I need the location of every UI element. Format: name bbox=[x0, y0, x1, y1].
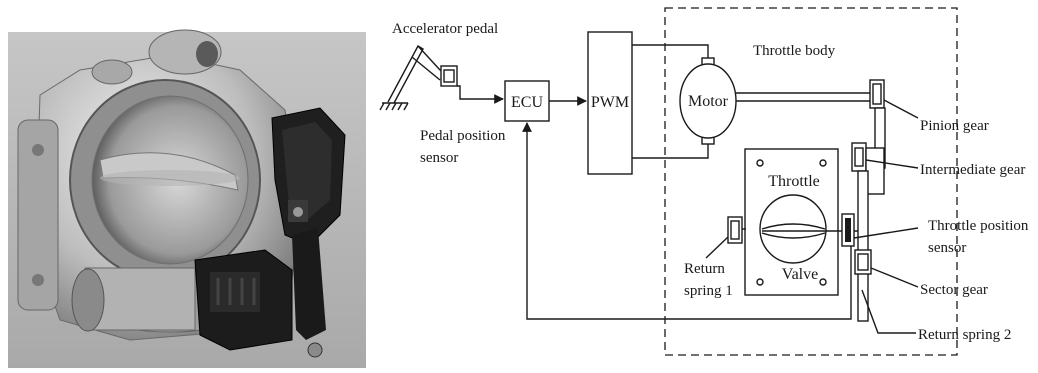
label-pedal-position-sensor-2: sensor bbox=[420, 150, 458, 166]
label-return-spring-1-b: spring 1 bbox=[684, 283, 733, 299]
sector-gear bbox=[855, 250, 871, 274]
label-intermediate-gear: Intermediate gear bbox=[920, 162, 1025, 178]
pwm-label: PWM bbox=[591, 94, 629, 111]
label-sector-gear: Sector gear bbox=[920, 282, 988, 298]
label-return-spring-1-a: Return bbox=[684, 261, 725, 277]
label-throttle-body: Throttle body bbox=[753, 43, 836, 59]
ecu-label: ECU bbox=[511, 94, 543, 111]
label-return-spring-2: Return spring 2 bbox=[918, 327, 1011, 343]
throttle-valve-plate: Throttle Valve bbox=[745, 149, 858, 295]
schematic-diagram: Accelerator pedal Pedal position sensor … bbox=[380, 8, 1029, 355]
motor: Motor bbox=[680, 58, 736, 144]
label-pinion-gear: Pinion gear bbox=[920, 118, 989, 134]
throttle-position-sensor bbox=[842, 214, 854, 246]
motor-label: Motor bbox=[688, 93, 729, 110]
accelerator-pedal-icon bbox=[380, 46, 448, 110]
label-throttle-position-sensor-1: Throttle position bbox=[928, 218, 1029, 234]
intermediate-gear bbox=[852, 143, 884, 321]
label-pedal-position-sensor-1: Pedal position bbox=[420, 128, 506, 144]
return-spring-1 bbox=[728, 217, 746, 243]
label-valve: Valve bbox=[782, 266, 818, 283]
throttle-body-photo bbox=[8, 30, 366, 368]
label-throttle-position-sensor-2: sensor bbox=[928, 240, 966, 256]
label-throttle: Throttle bbox=[768, 173, 820, 190]
label-accelerator-pedal: Accelerator pedal bbox=[392, 21, 498, 37]
